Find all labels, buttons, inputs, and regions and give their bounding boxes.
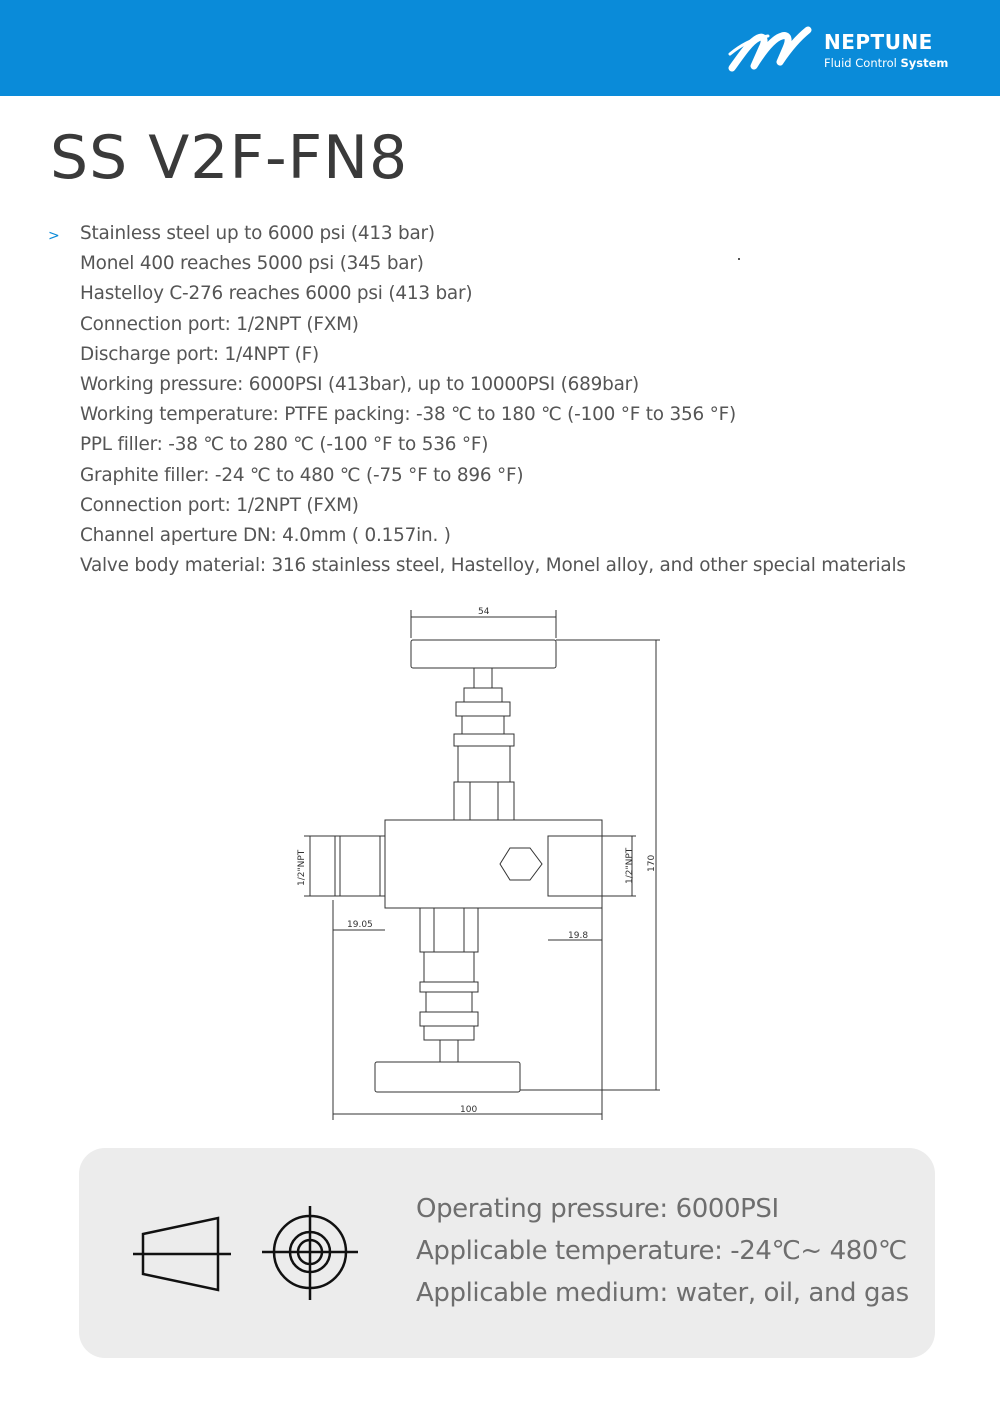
dim-height: 170 — [647, 855, 657, 872]
left-port — [334, 835, 386, 897]
dim-left-offset: 19.05 — [347, 920, 373, 930]
spec-item: Hastelloy C-276 reaches 6000 psi (413 ba… — [80, 283, 473, 305]
spec-item: Connection port: 1/2NPT (FXM) — [80, 494, 359, 516]
summary-text: Operating pressure: 6000PSI Applicable t… — [416, 1188, 909, 1314]
spec-item: Channel aperture DN: 4.0mm ( 0.157in. ) — [80, 524, 451, 546]
brand-name: NEPTUNE — [824, 30, 933, 54]
bullet-chevron-icon: > — [48, 228, 60, 244]
product-title: SS V2F-FN8 — [50, 123, 409, 193]
spec-item: Connection port: 1/2NPT (FXM) — [80, 313, 359, 335]
bottom-handle — [374, 1061, 521, 1093]
neptune-logo-icon — [728, 26, 812, 72]
spec-item: Working temperature: PTFE packing: -38 ℃… — [80, 404, 736, 426]
spec-item: Valve body material: 316 stainless steel… — [80, 555, 906, 577]
brand-tagline: Fluid Control System — [824, 56, 948, 70]
spec-list: Stainless steel up to 6000 psi (413 bar)… — [80, 219, 906, 581]
spec-item: Monel 400 reaches 5000 psi (345 bar) — [80, 253, 424, 275]
valve-body — [384, 819, 603, 909]
top-handle — [410, 639, 557, 669]
spec-item: Graphite filler: -24 ℃ to 480 ℃ (-75 °F … — [80, 464, 524, 486]
spec-item: Working pressure: 6000PSI (413bar), up t… — [80, 373, 639, 395]
dim-right-offset: 19.8 — [568, 931, 588, 941]
dim-left-thread: 1/2"NPT — [297, 849, 307, 886]
brand-tagline-text: Fluid Control — [824, 56, 901, 70]
dimension-labels: 54 1/2"NPT 1/2"NPT 170 19.05 19.8 100 — [297, 607, 657, 1115]
spec-item: Stainless steel up to 6000 psi (413 bar) — [80, 223, 435, 244]
spec-item: PPL filler: -38 ℃ to 280 ℃ (-100 °F to 5… — [80, 434, 489, 456]
applicable-medium: Applicable medium: water, oil, and gas — [416, 1278, 909, 1308]
dim-right-thread: 1/2"NPT — [625, 847, 635, 884]
stray-dot — [738, 258, 740, 260]
operating-pressure: Operating pressure: 6000PSI — [416, 1194, 779, 1224]
header-banner: NEPTUNE Fluid Control System — [0, 0, 1000, 96]
brand-tagline-bold: System — [900, 56, 949, 70]
taper-thread-symbol-icon — [133, 1216, 231, 1292]
dim-bottom-width: 100 — [460, 1105, 477, 1115]
applicable-temperature: Applicable temperature: -24℃~ 480℃ — [416, 1236, 907, 1266]
valve-technical-drawing: 54 1/2"NPT 1/2"NPT 170 19.05 19.8 100 — [297, 607, 660, 1120]
right-port — [547, 835, 603, 897]
spec-item: Discharge port: 1/4NPT (F) — [80, 343, 319, 365]
dim-top-width: 54 — [478, 607, 490, 617]
first-angle-projection-circle-icon — [262, 1206, 358, 1300]
